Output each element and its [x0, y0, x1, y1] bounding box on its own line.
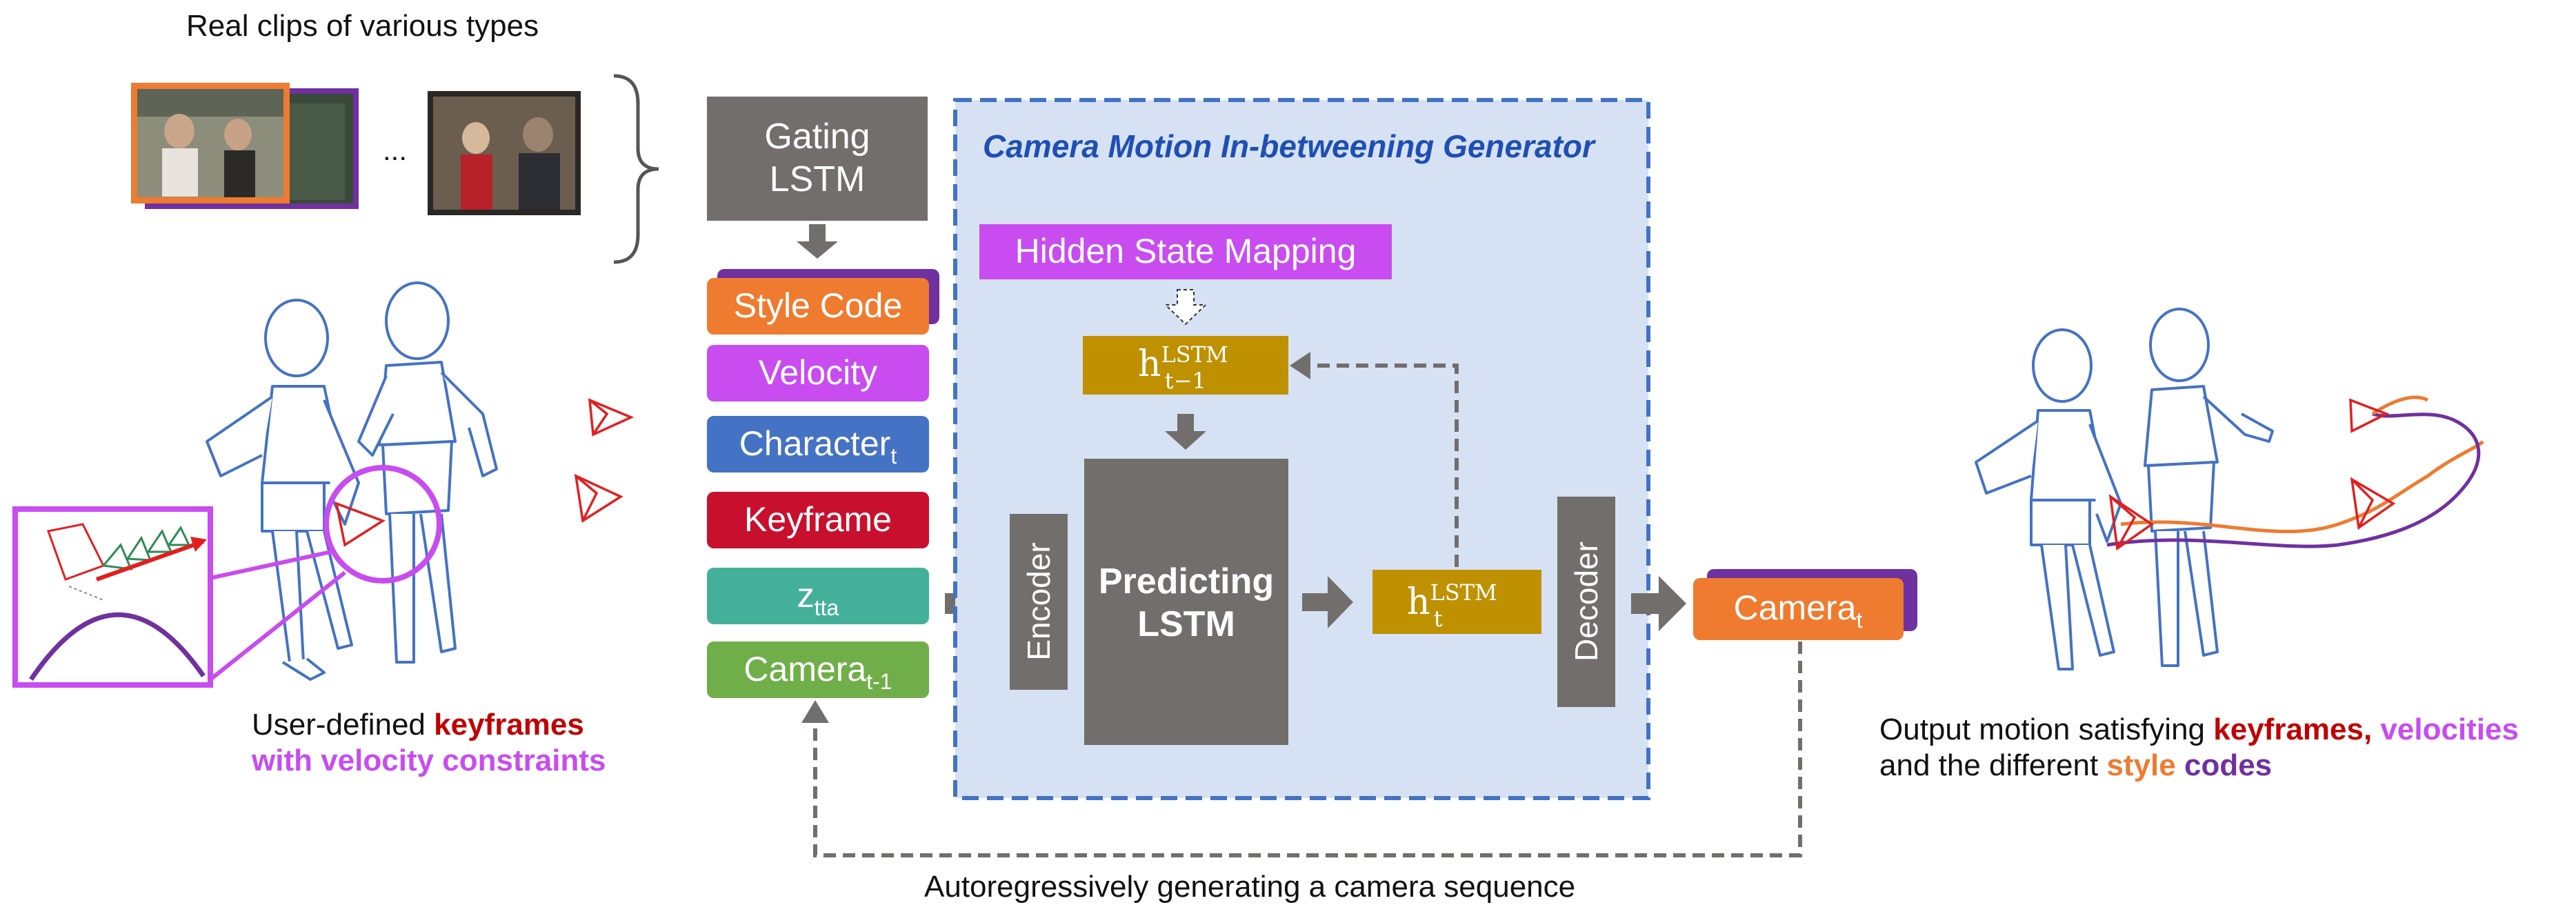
output-camera-label: Camerat — [1734, 588, 1863, 633]
right-caption-line1: Output motion satisfying keyframes, velo… — [1879, 713, 2519, 746]
right-characters — [1975, 308, 2274, 670]
hidden-state-mapping-label: Hidden State Mapping — [1015, 232, 1357, 270]
gating-down-arrow — [797, 224, 838, 259]
camera-prev-label: Camerat-1 — [743, 650, 892, 694]
feedback-dashed-loop — [813, 642, 1802, 857]
clip-single — [428, 91, 581, 215]
hprev-to-predict-arrow — [1165, 414, 1206, 450]
gating-lstm-line2: LSTM — [770, 159, 866, 199]
clip-ellipsis: ... — [383, 134, 407, 166]
left-camera-icons — [335, 398, 635, 547]
right-caption-line2: and the different style codes — [1879, 748, 2272, 782]
h-prev-box — [1083, 336, 1288, 395]
decoder-to-output-arrow — [1631, 576, 1686, 631]
generator-box — [953, 98, 1650, 800]
feedback-arrowhead — [801, 700, 829, 723]
camera-prev-box — [707, 642, 929, 698]
clips-brace — [613, 74, 659, 264]
clip-stack — [131, 83, 359, 209]
gating-lstm-box — [707, 97, 928, 221]
predicting-lstm-box — [1084, 459, 1288, 745]
zoom-connector-top — [210, 550, 332, 580]
output-camera-box — [1693, 578, 1904, 640]
style-code-label: Style Code — [734, 286, 903, 325]
right-camera-icons — [2108, 398, 2396, 551]
z-tta-box — [707, 568, 929, 624]
top-caption: Real clips of various types — [186, 9, 539, 43]
predict-to-h-arrow — [1302, 576, 1353, 628]
zoom-circle — [323, 465, 442, 584]
keyframe-label: Keyframe — [744, 500, 892, 539]
decoder-label: Decoder — [1568, 541, 1604, 662]
velocity-label: Velocity — [759, 353, 877, 392]
z-tta-label: ztta — [797, 576, 839, 620]
keyframe-inset — [12, 506, 213, 688]
recurrent-dashed-line — [1310, 364, 1459, 567]
predicting-lstm-line1: Predicting — [1099, 561, 1274, 601]
generator-title: Camera Motion In-betweening Generator — [983, 128, 1596, 164]
encoder-box — [1010, 514, 1068, 690]
mapping-dashed-arrow — [1164, 289, 1208, 326]
h-curr-box — [1372, 570, 1541, 634]
character-label: Charactert — [739, 424, 897, 468]
style-code-box — [707, 278, 929, 335]
character-box — [707, 416, 929, 473]
left-caption-line1: User-defined keyframes — [252, 708, 584, 742]
gating-lstm-line1: Gating — [764, 117, 870, 157]
zoom-connector-bottom — [209, 570, 346, 682]
velocity-box — [707, 345, 929, 401]
decoder-box — [1557, 497, 1615, 707]
left-characters — [206, 281, 498, 681]
bottom-caption: Autoregressively generating a camera seq… — [924, 870, 1575, 904]
predicting-lstm-line2: LSTM — [1137, 604, 1235, 644]
recurrent-arrowhead — [1290, 352, 1310, 379]
keyframe-box — [707, 492, 929, 548]
left-caption-line2: with velocity constraints — [251, 744, 606, 777]
encoder-label: Encoder — [1021, 542, 1057, 660]
hidden-state-mapping-box — [979, 224, 1392, 279]
